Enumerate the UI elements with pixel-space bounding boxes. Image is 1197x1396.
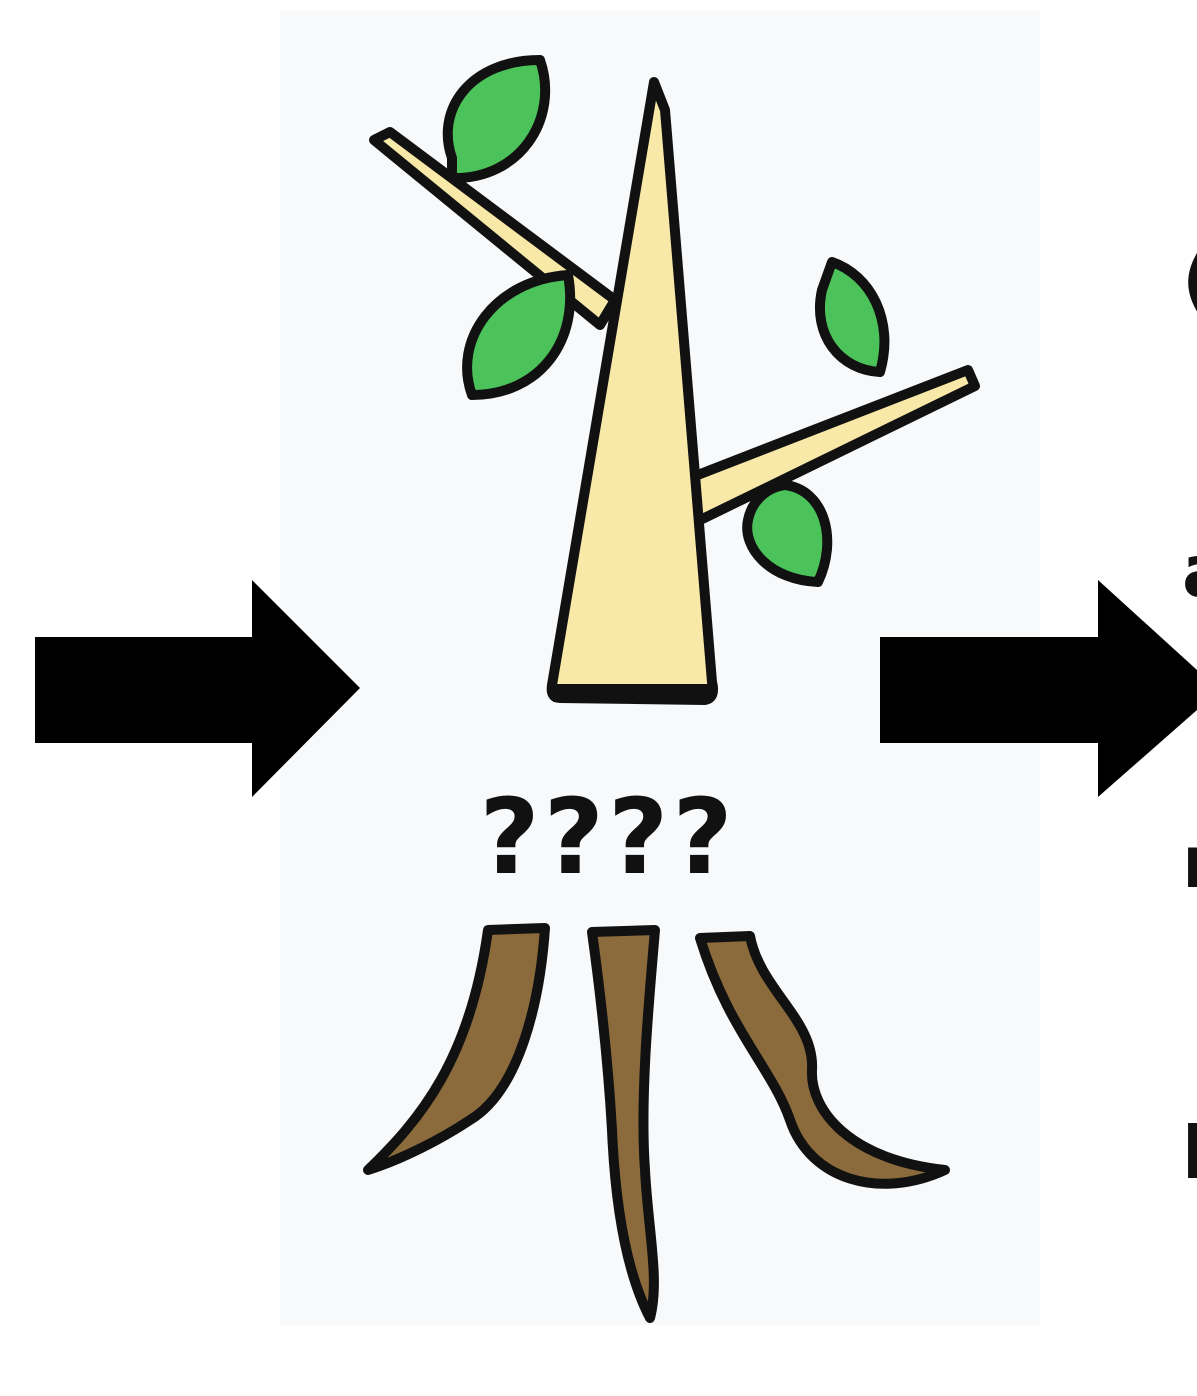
cut-off-line-4: l	[1182, 1105, 1197, 1202]
root-icon-left	[368, 928, 545, 1170]
roots-icon	[368, 928, 945, 1318]
cut-off-line-1: (	[1182, 232, 1197, 329]
question-marks: ????	[468, 785, 748, 889]
root-icon-middle	[592, 930, 655, 1318]
right-branch	[690, 370, 975, 525]
diagram-drawing	[0, 0, 1197, 1330]
right-arrow-icon	[880, 580, 1197, 797]
cut-off-text: ( a r l	[1182, 38, 1197, 1396]
tree-icon	[374, 60, 975, 702]
cut-off-line-3: r	[1182, 814, 1197, 911]
left-arrow-icon	[35, 580, 360, 797]
leaf-icon-top	[448, 60, 545, 178]
leaf-icon-left	[467, 275, 570, 395]
root-icon-right	[700, 936, 945, 1184]
trunk-base	[553, 684, 712, 702]
leaf-icon-right-bottom	[747, 485, 827, 582]
trunk	[552, 82, 713, 700]
cut-off-line-2: a	[1182, 523, 1197, 620]
diagram: ???? ( a r l	[0, 0, 1197, 1330]
leaf-icon-right-top	[820, 262, 884, 372]
